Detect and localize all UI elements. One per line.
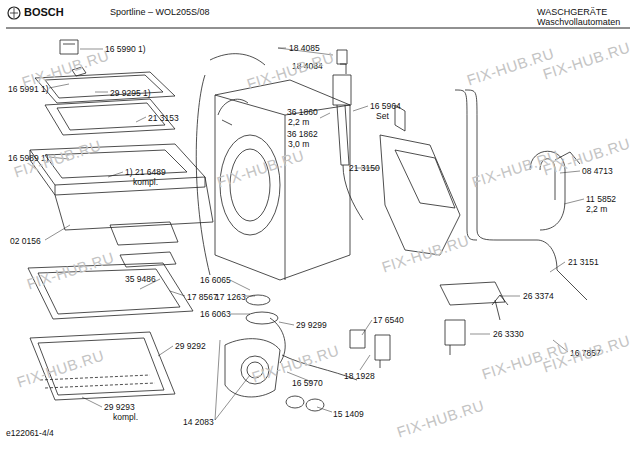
watermark: FIX-HUB.RU bbox=[395, 396, 487, 440]
part-number: 1) 21 6489 bbox=[125, 167, 166, 177]
part-number: 16 5964 bbox=[370, 101, 401, 111]
part-number: 16 5990 1) bbox=[105, 44, 146, 54]
part-number: Set bbox=[376, 111, 389, 121]
part-number: 21 3153 bbox=[148, 113, 179, 123]
part-number: 16 6065 bbox=[200, 275, 231, 285]
part-number: 26 3374 bbox=[523, 291, 554, 301]
part-number: 29 9299 bbox=[296, 320, 327, 330]
part-number: 36 1862 bbox=[287, 129, 318, 139]
model-title: Sportline – WOL205S/08 bbox=[110, 7, 210, 17]
part-number: 02 0156 bbox=[10, 236, 41, 246]
part-number: 17 6540 bbox=[373, 315, 404, 325]
part-number: 29 9295 1) bbox=[110, 88, 151, 98]
part-number: 2,2 m bbox=[288, 117, 309, 127]
part-number: 21 3151 bbox=[568, 257, 599, 267]
part-number: 26 3330 bbox=[493, 329, 524, 339]
part-number: 29 9292 bbox=[175, 341, 206, 351]
part-number: 21 3150 bbox=[349, 163, 380, 173]
part-number: 36 1860 bbox=[287, 107, 318, 117]
part-number: 35 9486 bbox=[125, 274, 156, 284]
watermark: FIX-HUB.RU bbox=[20, 46, 112, 90]
part-number: 16 5970 bbox=[292, 378, 323, 388]
part-number: kompl. bbox=[133, 177, 158, 187]
brand-logo: BOSCH bbox=[24, 7, 64, 17]
part-number: 29 9293 bbox=[104, 402, 135, 412]
part-number: kompl. bbox=[113, 412, 138, 422]
part-number: 18 4085 bbox=[289, 43, 320, 53]
part-number: 2,2 m bbox=[586, 204, 607, 214]
watermark: FIX-HUB.RU bbox=[215, 146, 307, 190]
drawing-number: e122061-4/4 bbox=[6, 428, 54, 438]
category-title: WASCHGERÄTE bbox=[537, 7, 607, 17]
watermark: FIX-HUB.RU bbox=[380, 231, 472, 275]
category-subtitle: Waschvollautomaten bbox=[537, 17, 620, 27]
part-number: 15 1409 bbox=[333, 409, 364, 419]
watermark: FIX-HUB.RU bbox=[15, 346, 107, 390]
part-number: 14 2083 bbox=[183, 417, 214, 427]
part-number: 08 4713 bbox=[582, 166, 613, 176]
part-number: 11 5852 bbox=[586, 194, 616, 204]
part-number: 16 6063 bbox=[200, 309, 231, 319]
part-number: 17 1263 bbox=[215, 292, 246, 302]
part-number: 18 1928 bbox=[344, 371, 375, 381]
part-number: 17 8567 bbox=[187, 292, 218, 302]
